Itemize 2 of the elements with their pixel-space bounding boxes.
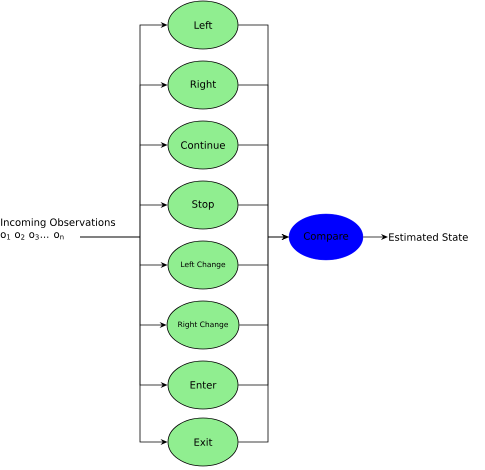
text-label: Incoming Observations o$_{1}$ o$_{2}$ o$_{3}$... o$_{n}$ — [0, 218, 116, 240]
text-label: Estimated State — [389, 233, 468, 241]
